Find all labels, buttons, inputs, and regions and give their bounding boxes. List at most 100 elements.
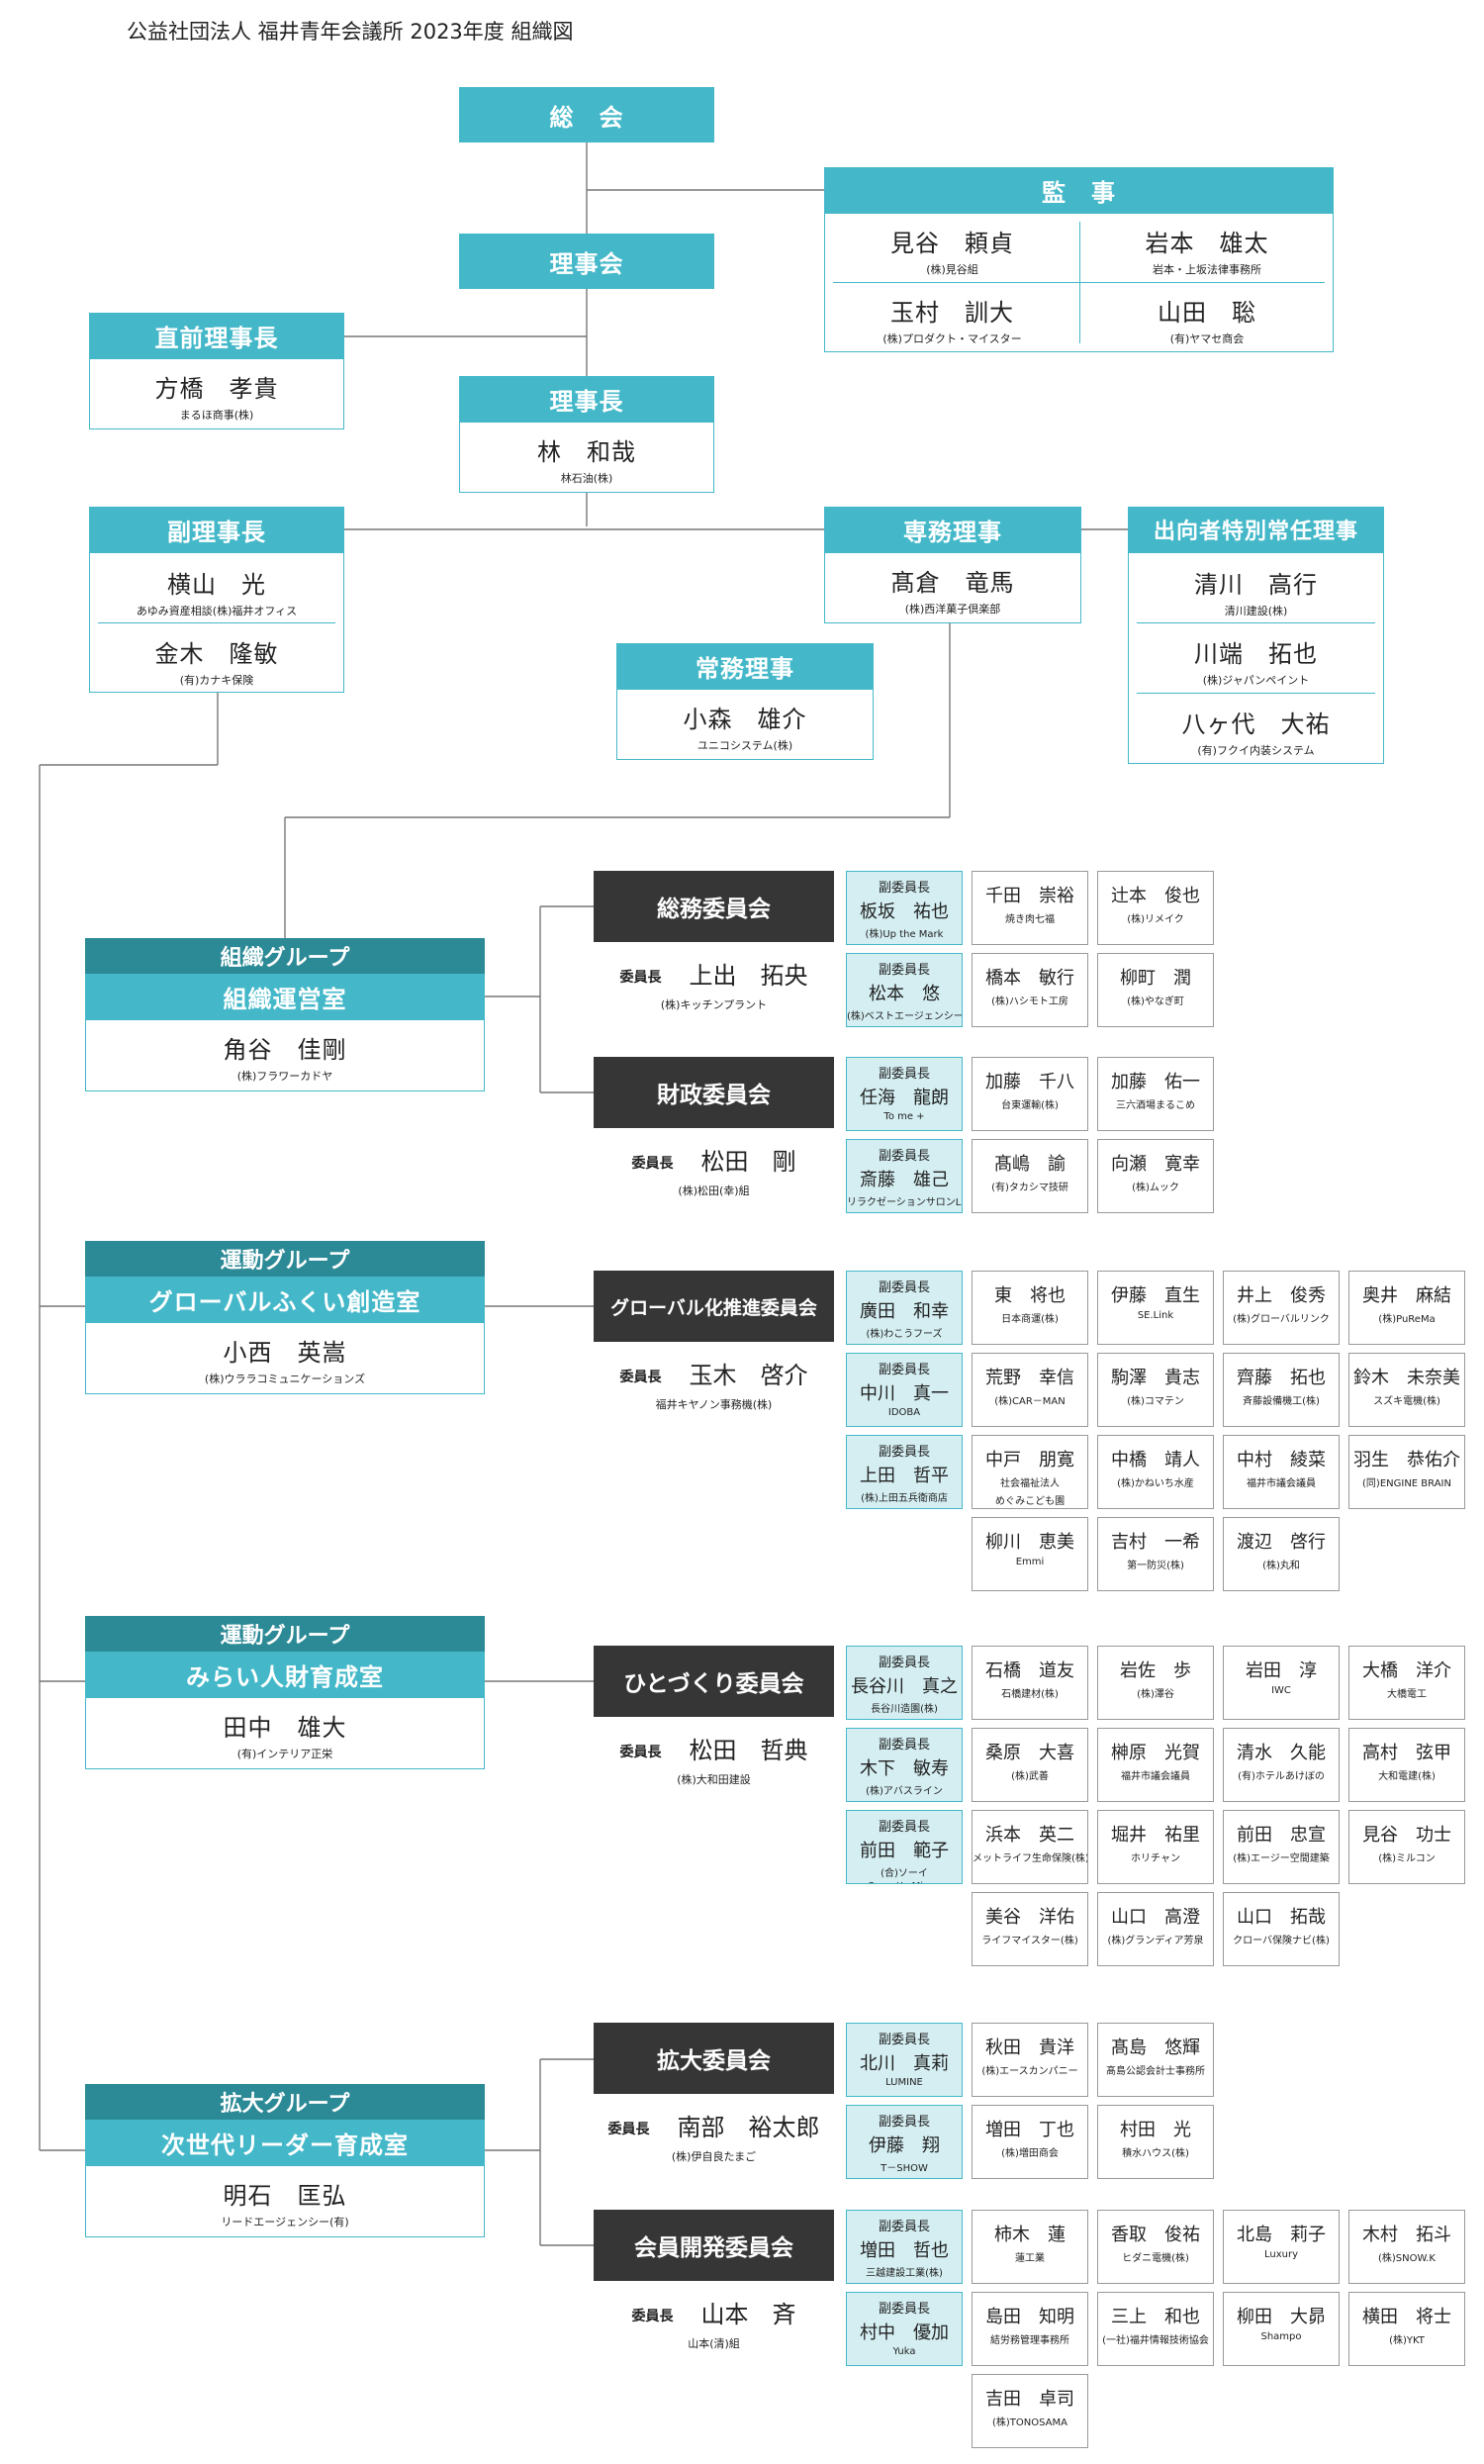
seconded-director-person: 清川 高行清川建設(株) bbox=[1194, 571, 1318, 617]
committee-title: 財政委員会 bbox=[594, 1057, 834, 1128]
vice-chair-name: 板坂 祐也 bbox=[860, 901, 949, 922]
committee-title: ひとづくり委員会 bbox=[594, 1646, 834, 1717]
vice-chair-company: (合)ソーイ bbox=[881, 1868, 928, 1879]
member-name: 渡辺 啓行 bbox=[1237, 1532, 1326, 1553]
vice-chair-label: 副委員長 bbox=[878, 1820, 930, 1835]
auditor-header: 監 事 bbox=[824, 167, 1334, 213]
member-company: Emmi bbox=[1015, 1557, 1045, 1567]
member-card: 見谷 功士(株)ミルコン bbox=[1348, 1810, 1465, 1884]
vice-chair-name: 廣田 和幸 bbox=[860, 1301, 949, 1322]
vice-president-members: 横山 光あゆみ資産相談(株)福井オフィス 金木 隆敏(有)カナキ保険 bbox=[89, 552, 344, 693]
vice-chair-name: 村中 優加 bbox=[860, 2322, 949, 2343]
group-name: 運動グループ bbox=[85, 1241, 485, 1277]
member-card: 島田 知明結労務管理事務所 bbox=[972, 2292, 1088, 2366]
member-card: 加藤 千八台東運輸(株) bbox=[972, 1057, 1088, 1131]
chair-line: 委員長南部 裕太郎 bbox=[594, 2108, 834, 2142]
vice-chair-label: 副委員長 bbox=[878, 1149, 930, 1164]
member-card: 木村 拓斗(株)SNOW.K bbox=[1348, 2210, 1465, 2284]
vice-chair-name: 木下 敏寿 bbox=[860, 1758, 949, 1779]
member-name: 増田 丁也 bbox=[985, 2120, 1074, 2140]
member-name: 岩田 淳 bbox=[1246, 1660, 1317, 1681]
member-company: (株)ハシモト工房 bbox=[991, 996, 1068, 1007]
room-head-person: 明石 匡弘リードエージェンシー(有) bbox=[85, 2165, 485, 2237]
vice-chair-company: T－SHOW bbox=[881, 2163, 928, 2174]
member-card: 村田 光積水ハウス(株) bbox=[1097, 2105, 1214, 2179]
chair-line: 委員長松田 剛 bbox=[594, 1142, 834, 1177]
member-company: (有)ホテルあけぼの bbox=[1238, 1771, 1325, 1782]
seconded-director-person: 八ヶ代 大祐(有)フクイ内装システム bbox=[1181, 711, 1331, 757]
vice-chair-company: リラクゼーションサロンLAXA bbox=[847, 1197, 962, 1208]
member-company: (株)武善 bbox=[1011, 1771, 1049, 1782]
chair-label: 委員長 bbox=[619, 1370, 662, 1385]
member-company: Shampo bbox=[1260, 2331, 1302, 2342]
vice-chair-company: (株)わこうフーズ bbox=[866, 1329, 943, 1340]
member-card: 三上 和也(一社)福井情報技術協会 bbox=[1097, 2292, 1214, 2366]
member-company: (株)リメイク bbox=[1127, 914, 1184, 925]
committee-title: 総務委員会 bbox=[594, 871, 834, 942]
vice-chair-name: 増田 哲也 bbox=[860, 2240, 949, 2261]
member-company: (株)ムック bbox=[1132, 1183, 1179, 1193]
room-head-person: 小西 英嵩(株)ウララコミュニケーションズ bbox=[85, 1322, 485, 1394]
vice-chair-label: 副委員長 bbox=[878, 1445, 930, 1460]
member-company: (一社)福井情報技術協会 bbox=[1102, 2335, 1209, 2346]
member-name: 吉村 一希 bbox=[1111, 1532, 1200, 1553]
member-card: 中橋 靖人(株)かねいち水産 bbox=[1097, 1435, 1214, 1509]
member-card: 髙嶋 諭(有)タカシマ技研 bbox=[972, 1139, 1088, 1213]
vice-chair-company: CarnetLaMieux bbox=[847, 1881, 962, 1883]
member-company: (有)タカシマ技研 bbox=[991, 1183, 1068, 1193]
member-company: 第一防災(株) bbox=[1127, 1561, 1184, 1571]
vice-chair-name: 長谷川 真之 bbox=[851, 1676, 958, 1697]
member-company: 結労務管理事務所 bbox=[990, 2335, 1069, 2346]
member-card: 吉村 一希第一防災(株) bbox=[1097, 1517, 1214, 1591]
member-name: 石橋 道友 bbox=[985, 1660, 1074, 1681]
vice-chair-company: Yuka bbox=[892, 2346, 916, 2357]
member-name: 荒野 幸信 bbox=[985, 1368, 1074, 1388]
vice-chair-company: LUMINE bbox=[885, 2077, 923, 2088]
seconded-director-panel: 出向者特別常任理事 清川 高行清川建設(株) 川端 拓也(株)ジャパンペイント … bbox=[1128, 507, 1384, 764]
group-panel: 運動グループ みらい人財育成室 田中 雄大(有)インテリア正栄 bbox=[85, 1616, 485, 1769]
member-company: Luxury bbox=[1263, 2249, 1299, 2260]
vice-chair-name: 中川 真一 bbox=[860, 1383, 949, 1404]
vice-chair-card: 副委員長松本 悠(株)ベストエージェンシー bbox=[846, 953, 963, 1027]
vice-chair-company: 長谷川造園(株) bbox=[871, 1704, 938, 1715]
member-card: 堀井 祐里ホリチャン bbox=[1097, 1810, 1214, 1884]
member-name: 伊藤 直生 bbox=[1111, 1285, 1200, 1306]
vice-chair-card: 副委員長上田 哲平(株)上田五兵衛商店 bbox=[846, 1435, 963, 1509]
chair-name: 松田 哲典 bbox=[689, 1737, 808, 1764]
member-card: 香取 俊祐ヒダニ電機(株) bbox=[1097, 2210, 1214, 2284]
vice-chair-name: 松本 悠 bbox=[869, 984, 940, 1004]
member-name: 柿木 蓮 bbox=[994, 2225, 1066, 2245]
vice-chair-name: 斎藤 雄己 bbox=[860, 1170, 949, 1190]
member-card: 石橋 道友石橋建材(株) bbox=[972, 1646, 1088, 1720]
member-name: 榊原 光賀 bbox=[1111, 1743, 1200, 1763]
past-president-person: 方橋 孝貴まるほ商事(株) bbox=[89, 358, 344, 429]
committee-title: グローバル化推進委員会 bbox=[594, 1271, 834, 1342]
group-name: 組織グループ bbox=[85, 938, 485, 974]
member-name: 加藤 千八 bbox=[985, 1072, 1074, 1092]
member-card: 浜本 英二メットライフ生命保険(株) bbox=[972, 1810, 1088, 1884]
vice-president-person: 横山 光あゆみ資産相談(株)福井オフィス bbox=[136, 571, 298, 617]
member-card: 井上 俊秀(株)グローバルリンク bbox=[1223, 1271, 1340, 1345]
member-card: 中村 綾菜福井市議会議員 bbox=[1223, 1435, 1340, 1509]
member-name: 奥井 麻結 bbox=[1362, 1285, 1451, 1306]
president-person: 林 和哉林石油(株) bbox=[459, 422, 714, 493]
member-name: 木村 拓斗 bbox=[1362, 2225, 1451, 2245]
member-company: (株)丸和 bbox=[1262, 1561, 1300, 1571]
member-card: 美谷 洋佑ライフマイスター(株) bbox=[972, 1892, 1088, 1966]
president-header: 理事長 bbox=[459, 376, 714, 422]
room-name: 次世代リーダー育成室 bbox=[85, 2120, 485, 2165]
member-card: 東 将也日本商運(株) bbox=[972, 1271, 1088, 1345]
member-name: 駒澤 貴志 bbox=[1111, 1368, 1200, 1388]
vice-chair-name: 上田 哲平 bbox=[860, 1466, 949, 1486]
member-card: 山口 高澄(株)グランディア芳泉 bbox=[1097, 1892, 1214, 1966]
vice-chair-name: 北川 真莉 bbox=[860, 2053, 949, 2074]
vice-chair-card: 副委員長板坂 祐也(株)Up the Mark bbox=[846, 871, 963, 945]
member-company: ホリチャン bbox=[1131, 1853, 1180, 1864]
managing-director-person: 小森 雄介ユニコシステム(株) bbox=[616, 689, 874, 760]
member-company: (株)コマテン bbox=[1127, 1396, 1184, 1407]
group-name: 運動グループ bbox=[85, 1616, 485, 1652]
